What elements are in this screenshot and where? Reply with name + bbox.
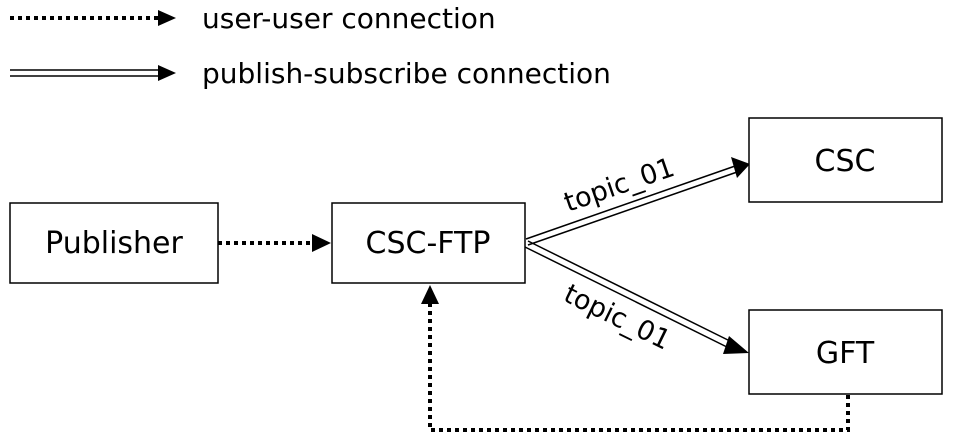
- node-label-publisher: Publisher: [45, 226, 183, 261]
- edge-label-topic-lower: topic_01: [559, 278, 675, 356]
- node-csc: CSC: [748, 117, 943, 203]
- arrowhead: [312, 234, 331, 252]
- node-box: [9, 202, 219, 284]
- edge-publisher-to-csc-ftp: [218, 234, 331, 252]
- node-box: [748, 117, 943, 203]
- arrowhead: [731, 157, 750, 178]
- node-label-gft: GFT: [816, 336, 875, 371]
- node-label-csc-ftp: CSC-FTP: [366, 226, 491, 261]
- arrowhead: [723, 336, 749, 354]
- legend-double-arrowhead: [158, 65, 176, 81]
- edge-csc-ftp-to-gft: topic_01: [524, 240, 749, 356]
- edge-double-line-b: [527, 170, 741, 246]
- node-box: [748, 309, 943, 395]
- legend-item-dotted: user-user connection: [10, 2, 496, 35]
- legend-label-publish-subscribe: publish-subscribe connection: [202, 57, 611, 90]
- edge-double-line-a: [525, 164, 739, 240]
- edge-double-line-b: [524, 246, 736, 352]
- edge-gft-to-csc-ftp: [421, 285, 850, 432]
- edge-double-line-a: [527, 240, 739, 346]
- legend: user-user connection publish-subscribe c…: [10, 2, 611, 90]
- edge-label-topic-upper: topic_01: [560, 152, 678, 219]
- node-label-csc: CSC: [815, 144, 876, 179]
- node-gft: GFT: [748, 309, 943, 395]
- legend-dotted-arrowhead: [158, 10, 176, 26]
- node-box: [331, 202, 526, 284]
- edge-dotted-line: [428, 300, 850, 432]
- legend-label-user-user: user-user connection: [202, 2, 496, 35]
- arrowhead: [421, 285, 439, 304]
- node-publisher: Publisher: [9, 202, 219, 284]
- node-csc-ftp: CSC-FTP: [331, 202, 526, 284]
- legend-item-double: publish-subscribe connection: [10, 57, 611, 90]
- edge-csc-ftp-to-csc: topic_01: [525, 152, 750, 246]
